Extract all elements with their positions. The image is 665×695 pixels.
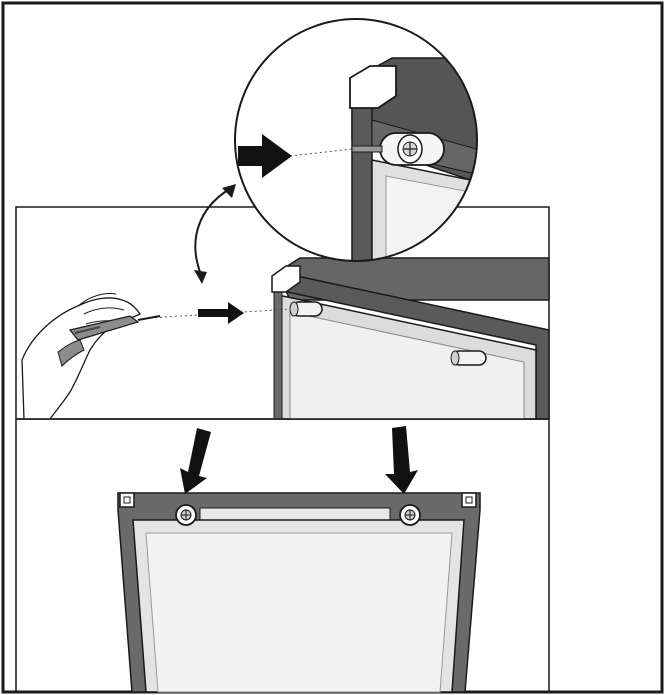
- zoom-arrow-right-icon: [238, 134, 292, 178]
- corner-square-left: [119, 492, 135, 508]
- front-door-inner: [145, 532, 453, 693]
- spacer-left: [289, 301, 323, 317]
- arrow-down-icon: [180, 428, 211, 494]
- screw-icon-right: [399, 504, 421, 526]
- screw-icon: [351, 132, 445, 166]
- front-view-panel: [15, 418, 550, 693]
- cabinet-left-edge: [273, 279, 283, 420]
- curved-double-arrow-icon: [194, 184, 236, 284]
- corner-bracket: [271, 265, 301, 293]
- zoom-corner-bracket: [349, 65, 397, 109]
- arrow-down-icon-right: [385, 426, 418, 494]
- front-top-strip: [199, 507, 391, 521]
- screwdriver-icon: [57, 315, 161, 367]
- screw-icon-left: [175, 504, 197, 526]
- spacer-right: [450, 350, 487, 366]
- arrow-right-icon: [198, 302, 244, 324]
- corner-square-right: [461, 492, 477, 508]
